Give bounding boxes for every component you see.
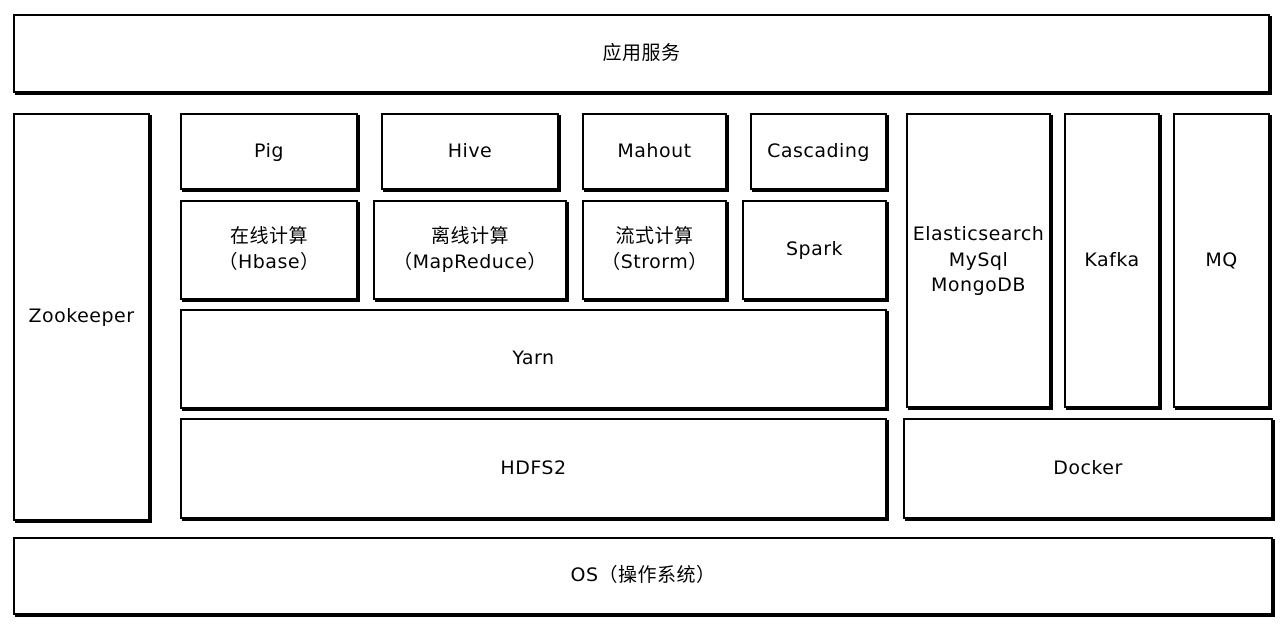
storage-box: Elasticsearch MySql MongoDB xyxy=(906,113,1051,408)
stream-compute-sub: （Strorm） xyxy=(601,251,708,273)
offline-compute-box: 离线计算 （MapReduce） xyxy=(373,200,567,300)
application-service-layer: 应用服务 xyxy=(13,14,1270,93)
elasticsearch-label: Elasticsearch xyxy=(912,223,1045,246)
hive-label: Hive xyxy=(447,139,493,162)
online-compute-sub: （Hbase） xyxy=(218,251,320,273)
kafka-label: Kafka xyxy=(1084,248,1140,271)
hive-box: Hive xyxy=(381,113,559,190)
spark-label: Spark xyxy=(785,238,844,261)
pig-label: Pig xyxy=(254,139,284,162)
mahout-box: Mahout xyxy=(582,113,727,190)
mahout-label: Mahout xyxy=(617,139,692,162)
online-compute-title: 在线计算 xyxy=(229,225,308,248)
hdfs-label: HDFS2 xyxy=(500,456,567,479)
offline-compute-title: 离线计算 xyxy=(430,225,509,248)
spark-box: Spark xyxy=(742,200,887,300)
mongodb-label: MongoDB xyxy=(931,274,1026,297)
yarn-label: Yarn xyxy=(512,347,555,370)
pig-box: Pig xyxy=(180,113,358,190)
os-label: OS（操作系统） xyxy=(570,564,716,587)
docker-box: Docker xyxy=(903,418,1273,519)
application-service-label: 应用服务 xyxy=(602,41,681,64)
online-compute-box: 在线计算 （Hbase） xyxy=(180,200,358,300)
mq-box: MQ xyxy=(1173,113,1270,408)
offline-compute-sub: （MapReduce） xyxy=(393,251,547,273)
hdfs-box: HDFS2 xyxy=(180,418,887,519)
zookeeper-label: Zookeeper xyxy=(28,305,135,328)
cascading-box: Cascading xyxy=(750,113,887,190)
cascading-label: Cascading xyxy=(767,139,870,162)
yarn-box: Yarn xyxy=(180,309,887,409)
mysql-label: MySql xyxy=(948,248,1009,271)
stream-compute-title: 流式计算 xyxy=(615,225,694,248)
os-layer: OS（操作系统） xyxy=(13,537,1273,615)
docker-label: Docker xyxy=(1053,456,1123,479)
stream-compute-box: 流式计算 （Strorm） xyxy=(582,200,727,300)
zookeeper-box: Zookeeper xyxy=(13,113,150,521)
kafka-box: Kafka xyxy=(1064,113,1160,408)
mq-label: MQ xyxy=(1205,248,1238,271)
